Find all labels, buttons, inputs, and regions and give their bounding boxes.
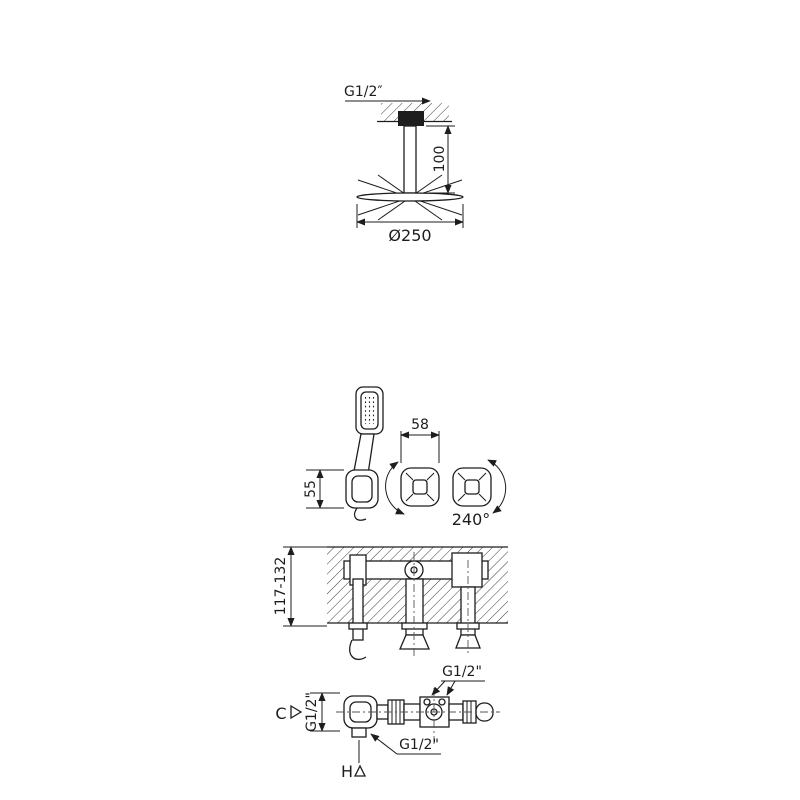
right-cartridge bbox=[451, 552, 483, 588]
hand-shower-view: 55 bbox=[303, 386, 384, 521]
dimension-mount-depth: 117-132 bbox=[273, 546, 327, 627]
bottom-thread-callout: G1/2" bbox=[370, 733, 441, 755]
rotation-arrow-left bbox=[385, 461, 405, 515]
side-thread-label: G1/2" bbox=[304, 692, 320, 732]
hot-marker: H bbox=[341, 762, 353, 781]
wall-section-view: 117-132 bbox=[273, 546, 508, 661]
dimension-handle-width: 58 bbox=[400, 417, 440, 463]
bottom-thread-label: G1/2" bbox=[399, 737, 439, 753]
ceiling-flange bbox=[398, 111, 424, 126]
shower-head-disc bbox=[356, 192, 464, 202]
wall-bracket-inner bbox=[351, 475, 373, 503]
handset-spray-face bbox=[360, 391, 379, 430]
ceiling-thread-label: G1/2″ bbox=[344, 84, 383, 100]
inlet-port-right bbox=[438, 698, 446, 706]
rotation-arrow-right bbox=[487, 459, 507, 514]
handle-front bbox=[385, 461, 440, 515]
wall-bracket bbox=[345, 469, 379, 509]
control-handles-view: 58 240° bbox=[385, 417, 507, 529]
rotation-angle-label: 240° bbox=[452, 510, 491, 529]
handset-handle bbox=[353, 433, 375, 475]
dimension-label-handle-width: 58 bbox=[411, 417, 429, 433]
handset-outlet-hook bbox=[349, 639, 367, 661]
hot-flow-triangle-icon bbox=[353, 764, 367, 777]
ceiling-shower-view: G1/2″ 100 Ø250 bbox=[344, 84, 464, 245]
cold-marker: C bbox=[275, 704, 286, 723]
side-thread-dimension: G1/2" bbox=[304, 692, 340, 732]
dimension-label-mount-depth: 117-132 bbox=[273, 557, 289, 616]
bracket-hook bbox=[353, 507, 367, 521]
center-escutcheon bbox=[401, 622, 428, 630]
top-thread-callout: G1/2" bbox=[431, 664, 485, 696]
top-thread-label: G1/2" bbox=[442, 664, 482, 680]
cold-flow-triangle-icon bbox=[290, 704, 303, 720]
center-trumpet-outlet bbox=[399, 634, 430, 650]
shower-arm-pipe bbox=[403, 125, 417, 194]
handset-outlet-pipe bbox=[352, 578, 364, 641]
dimension-label-drop-height: 100 bbox=[432, 146, 448, 173]
dimension-head-diameter: Ø250 bbox=[356, 204, 464, 245]
inlet-port-left bbox=[423, 698, 431, 706]
dimension-label-bracket-height: 55 bbox=[303, 480, 319, 498]
left-escutcheon bbox=[348, 622, 368, 630]
dimension-bracket-height: 55 bbox=[303, 469, 344, 509]
shower-head-side-view bbox=[356, 174, 464, 221]
dimension-label-head-diameter: Ø250 bbox=[388, 226, 431, 245]
handle-side bbox=[452, 459, 507, 514]
bottom-plan-view: G1/2" G1/2" C G1/2" H bbox=[275, 664, 500, 781]
bottom-port-stub bbox=[351, 727, 367, 738]
